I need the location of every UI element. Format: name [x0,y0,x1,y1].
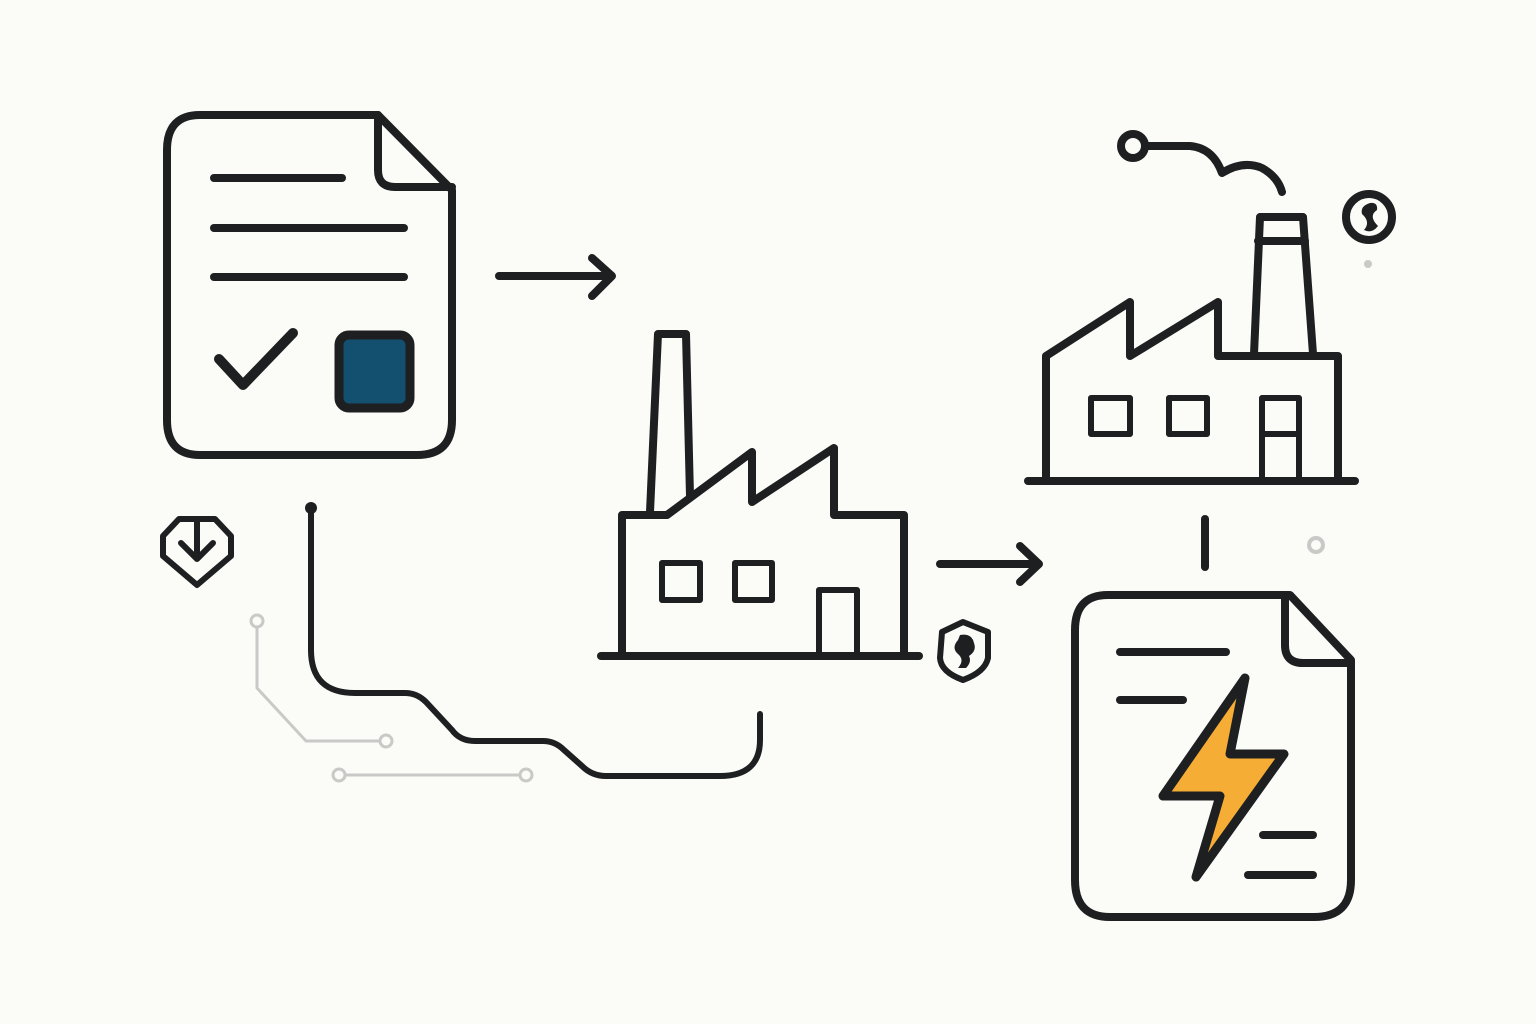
factory-icon [1024,213,1359,485]
circuit-connector-path [305,502,763,779]
leaf-shield-icon [937,619,991,683]
document-checklist-icon [163,111,456,459]
circuit-trace-decoration [249,613,534,783]
document-lightning-icon [1071,591,1355,921]
checkbox-filled-icon [334,330,415,413]
checkmark-icon [214,328,298,390]
lightning-bolt-icon [1158,673,1289,882]
smoke-trail-icon [1117,130,1286,196]
globe-circle-icon [1342,190,1396,268]
download-shield-icon [160,516,234,588]
connector-line [1201,515,1325,571]
factory-icon [597,330,923,660]
arrow-right-icon [495,254,616,300]
arrow-right-icon [936,542,1043,586]
